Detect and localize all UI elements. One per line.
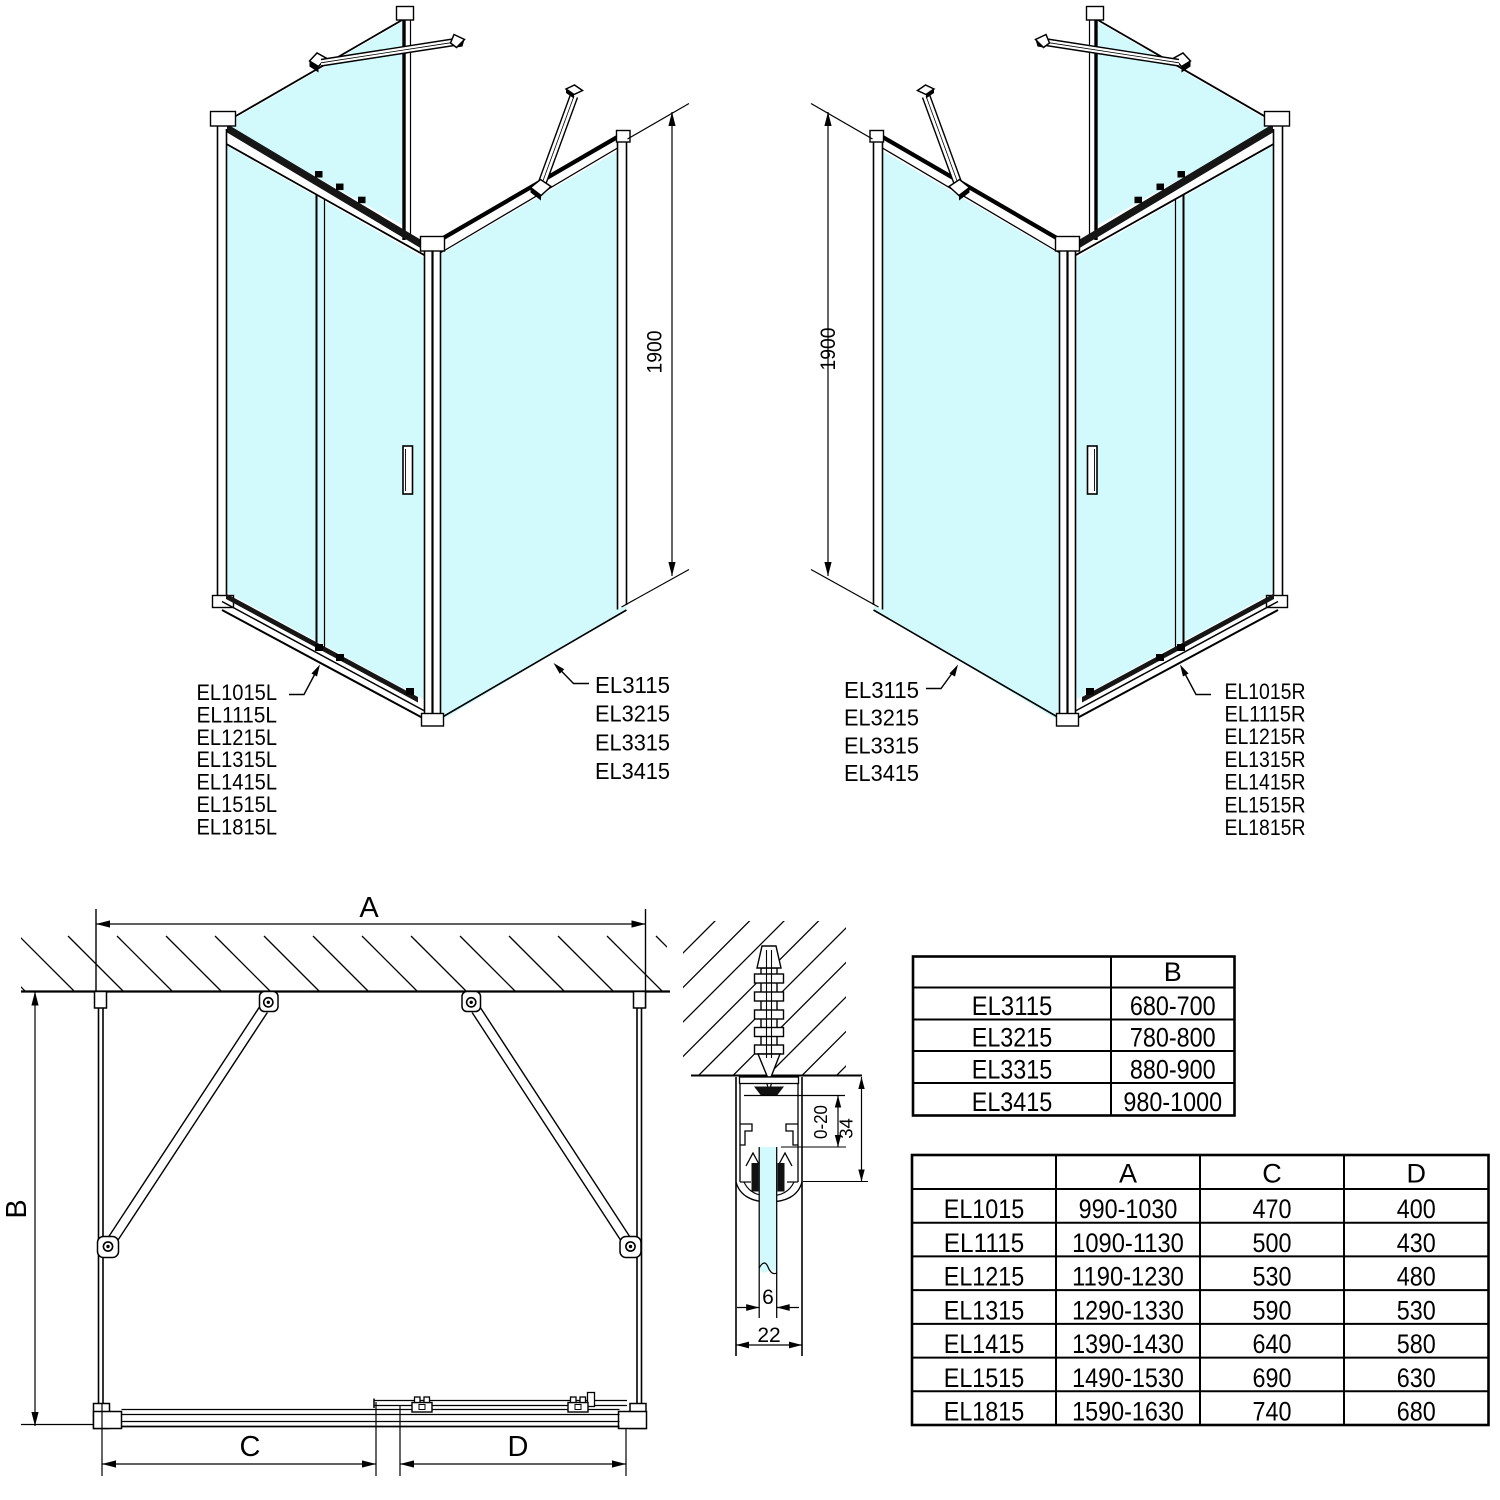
svg-text:EL1815: EL1815	[944, 1397, 1025, 1427]
svg-text:C: C	[1262, 1159, 1282, 1189]
svg-text:A: A	[1119, 1159, 1137, 1189]
svg-text:530: 530	[1253, 1262, 1292, 1292]
svg-text:EL1215R: EL1215R	[1225, 724, 1306, 749]
svg-text:1190-1230: 1190-1230	[1072, 1262, 1184, 1292]
svg-text:EL3315: EL3315	[972, 1055, 1053, 1085]
svg-text:EL1415R: EL1415R	[1225, 770, 1306, 795]
svg-text:530: 530	[1397, 1295, 1436, 1325]
svg-text:EL3115: EL3115	[972, 991, 1053, 1021]
svg-text:22: 22	[757, 1324, 780, 1347]
svg-text:C: C	[240, 1431, 261, 1463]
svg-text:A: A	[359, 892, 379, 924]
svg-text:590: 590	[1253, 1295, 1292, 1325]
svg-text:B: B	[1, 1199, 33, 1218]
svg-text:EL1315: EL1315	[944, 1295, 1025, 1325]
svg-text:EL1315L: EL1315L	[197, 747, 278, 772]
svg-text:680: 680	[1397, 1397, 1436, 1427]
svg-text:EL1115: EL1115	[944, 1228, 1025, 1258]
svg-text:EL1215: EL1215	[944, 1262, 1025, 1292]
svg-text:1390-1430: 1390-1430	[1072, 1329, 1184, 1359]
svg-text:EL1015: EL1015	[944, 1194, 1025, 1224]
svg-text:EL1415L: EL1415L	[197, 770, 278, 795]
svg-text:1490-1530: 1490-1530	[1072, 1363, 1184, 1393]
svg-text:780-800: 780-800	[1130, 1023, 1216, 1053]
svg-text:EL3115: EL3115	[844, 677, 919, 703]
svg-text:34: 34	[836, 1118, 857, 1139]
svg-text:1090-1130: 1090-1130	[1072, 1228, 1184, 1258]
svg-text:EL3315: EL3315	[844, 732, 919, 758]
svg-text:EL3215: EL3215	[844, 705, 919, 731]
svg-text:470: 470	[1253, 1194, 1292, 1224]
svg-text:1590-1630: 1590-1630	[1072, 1397, 1184, 1427]
svg-text:EL3215: EL3215	[595, 701, 670, 727]
svg-text:EL3115: EL3115	[595, 672, 670, 698]
svg-text:1900: 1900	[644, 331, 667, 374]
svg-text:D: D	[508, 1431, 529, 1463]
svg-text:630: 630	[1397, 1363, 1436, 1393]
svg-text:EL1515: EL1515	[944, 1363, 1025, 1393]
svg-text:1900: 1900	[817, 328, 840, 371]
svg-text:EL1315R: EL1315R	[1225, 747, 1306, 772]
svg-text:400: 400	[1397, 1194, 1436, 1224]
svg-text:EL3215: EL3215	[972, 1023, 1053, 1053]
svg-text:580: 580	[1397, 1329, 1436, 1359]
svg-text:EL3415: EL3415	[844, 760, 919, 786]
svg-text:EL1215L: EL1215L	[197, 725, 278, 750]
svg-text:500: 500	[1253, 1228, 1292, 1258]
svg-text:EL1115L: EL1115L	[197, 702, 278, 727]
svg-text:740: 740	[1253, 1397, 1292, 1427]
svg-text:0-20: 0-20	[810, 1105, 831, 1139]
svg-text:980-1000: 980-1000	[1123, 1087, 1222, 1117]
svg-text:EL1815R: EL1815R	[1225, 815, 1306, 840]
svg-text:D: D	[1407, 1159, 1427, 1189]
svg-text:EL3415: EL3415	[595, 758, 670, 784]
svg-text:640: 640	[1253, 1329, 1292, 1359]
svg-text:EL1515L: EL1515L	[197, 792, 278, 817]
svg-text:880-900: 880-900	[1130, 1055, 1216, 1085]
svg-text:EL1515R: EL1515R	[1225, 792, 1306, 817]
svg-text:EL1115R: EL1115R	[1225, 702, 1306, 727]
svg-text:EL1815L: EL1815L	[197, 814, 278, 839]
svg-text:EL1015R: EL1015R	[1225, 679, 1306, 704]
svg-text:EL3315: EL3315	[595, 729, 670, 755]
svg-text:1290-1330: 1290-1330	[1072, 1295, 1184, 1325]
svg-text:680-700: 680-700	[1130, 991, 1216, 1021]
svg-text:480: 480	[1397, 1262, 1436, 1292]
svg-text:990-1030: 990-1030	[1079, 1194, 1178, 1224]
svg-text:6: 6	[762, 1286, 774, 1309]
svg-text:690: 690	[1253, 1363, 1292, 1393]
svg-text:430: 430	[1397, 1228, 1436, 1258]
svg-text:EL1015L: EL1015L	[197, 680, 278, 705]
svg-text:EL1415: EL1415	[944, 1329, 1025, 1359]
svg-text:B: B	[1164, 957, 1182, 987]
svg-text:EL3415: EL3415	[972, 1087, 1053, 1117]
